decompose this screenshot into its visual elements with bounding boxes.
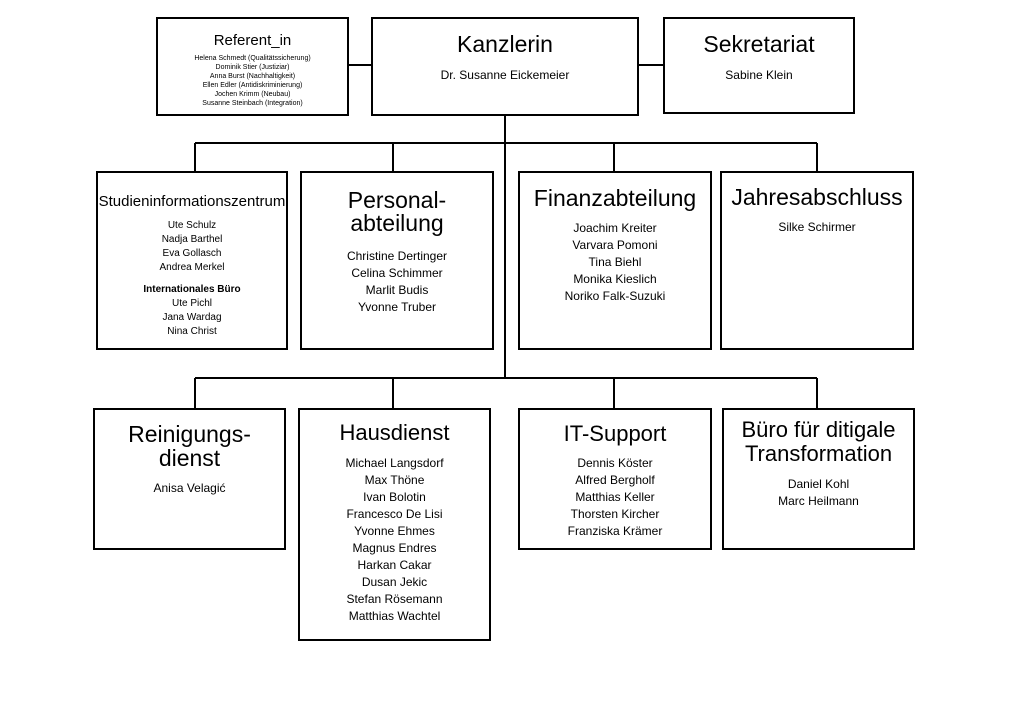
box-personal-title: Personal- abteilung: [347, 187, 447, 236]
box-buero-digitale-transformation: Büro für ditigale Transformation Daniel …: [722, 408, 915, 550]
it-member: Matthias Keller: [575, 490, 655, 504]
haus-member: Stefan Rösemann: [346, 592, 443, 606]
kanzlerin-member: Dr. Susanne Eickemeier: [440, 68, 570, 82]
box-buero-title: Büro für ditigale Transformation: [741, 417, 896, 466]
buero-member: Daniel Kohl: [787, 477, 850, 491]
referent-member: Ellen Edler (Antidiskriminierung): [202, 82, 303, 89]
box-referent: Referent_in Helena Schmedt (Qualitätssic…: [156, 17, 349, 116]
box-referent-title: Referent_in: [213, 32, 292, 49]
box-finanzabteilung: Finanzabteilung Joachim Kreiter Varvara …: [518, 171, 712, 350]
haus-member: Dusan Jekic: [361, 575, 428, 589]
it-member: Franziska Krämer: [567, 524, 663, 538]
haus-member: Michael Langsdorf: [345, 456, 444, 470]
referent-member: Dominik Stier (Justiziar): [215, 64, 290, 71]
haus-member: Francesco De Lisi: [346, 507, 443, 521]
referent-member: Susanne Steinbach (Integration): [202, 100, 303, 107]
finanz-member: Tina Biehl: [588, 255, 642, 269]
box-studien-title: Studieninformationszentrum: [98, 193, 286, 210]
haus-member: Harkan Cakar: [357, 558, 432, 572]
haus-member: Yvonne Ehmes: [354, 524, 435, 538]
internationales-buero-label: Internationales Büro: [143, 284, 241, 295]
finanz-member: Monika Kieslich: [573, 272, 657, 286]
it-member: Thorsten Kircher: [570, 507, 660, 521]
finanz-member: Joachim Kreiter: [573, 221, 657, 235]
personal-member: Yvonne Truber: [357, 300, 437, 314]
it-member: Alfred Bergholf: [575, 473, 655, 487]
referent-member: Helena Schmedt (Qualitätssicherung): [194, 55, 311, 62]
finanz-member: Varvara Pomoni: [572, 238, 658, 252]
personal-member: Christine Dertinger: [346, 249, 448, 263]
referent-member: Anna Burst (Nachhaltigkeit): [209, 73, 296, 80]
intl-member: Ute Pichl: [171, 298, 212, 309]
box-sekretariat-title: Sekretariat: [703, 31, 815, 57]
box-reinigung-title: Reinigungs- dienst: [128, 421, 251, 471]
studien-member: Eva Gollasch: [162, 248, 222, 259]
haus-member: Ivan Bolotin: [363, 490, 426, 504]
studien-member: Ute Schulz: [167, 220, 217, 231]
studien-member: Andrea Merkel: [159, 262, 225, 273]
box-it-support: IT-Support Dennis Köster Alfred Bergholf…: [518, 408, 712, 550]
box-personalabteilung: Personal- abteilung Christine Dertinger …: [300, 171, 494, 350]
haus-member: Max Thöne: [364, 473, 425, 487]
box-jahres-title: Jahresabschluss: [731, 184, 903, 210]
box-hausdienst: Hausdienst Michael Langsdorf Max Thöne I…: [298, 408, 491, 641]
box-kanzlerin-title: Kanzlerin: [457, 31, 553, 57]
reinigung-member: Anisa Velagić: [153, 481, 226, 495]
box-reinigungsdienst: Reinigungs- dienst Anisa Velagić: [93, 408, 286, 550]
haus-member: Magnus Endres: [352, 541, 437, 555]
referent-member: Jochen Krimm (Neubau): [214, 91, 291, 98]
box-it-title: IT-Support: [563, 421, 667, 446]
personal-member: Marlit Budis: [365, 283, 429, 297]
finanz-member: Noriko Falk-Suzuki: [564, 289, 666, 303]
box-sekretariat: Sekretariat Sabine Klein: [663, 17, 855, 114]
box-haus-title: Hausdienst: [339, 420, 450, 445]
buero-member: Marc Heilmann: [778, 494, 859, 508]
jahres-member: Silke Schirmer: [778, 220, 856, 234]
haus-member: Matthias Wachtel: [348, 609, 441, 623]
box-jahresabschluss: Jahresabschluss Silke Schirmer: [720, 171, 914, 350]
box-kanzlerin: Kanzlerin Dr. Susanne Eickemeier: [371, 17, 639, 116]
sekretariat-member: Sabine Klein: [725, 68, 793, 82]
intl-member: Jana Wardag: [162, 312, 222, 323]
box-studieninformationszentrum: Studieninformationszentrum Ute Schulz Na…: [96, 171, 288, 350]
intl-member: Nina Christ: [167, 326, 217, 337]
studien-member: Nadja Barthel: [161, 234, 223, 245]
personal-member: Celina Schimmer: [351, 266, 443, 280]
it-member: Dennis Köster: [577, 456, 653, 470]
box-finanz-title: Finanzabteilung: [533, 185, 697, 211]
